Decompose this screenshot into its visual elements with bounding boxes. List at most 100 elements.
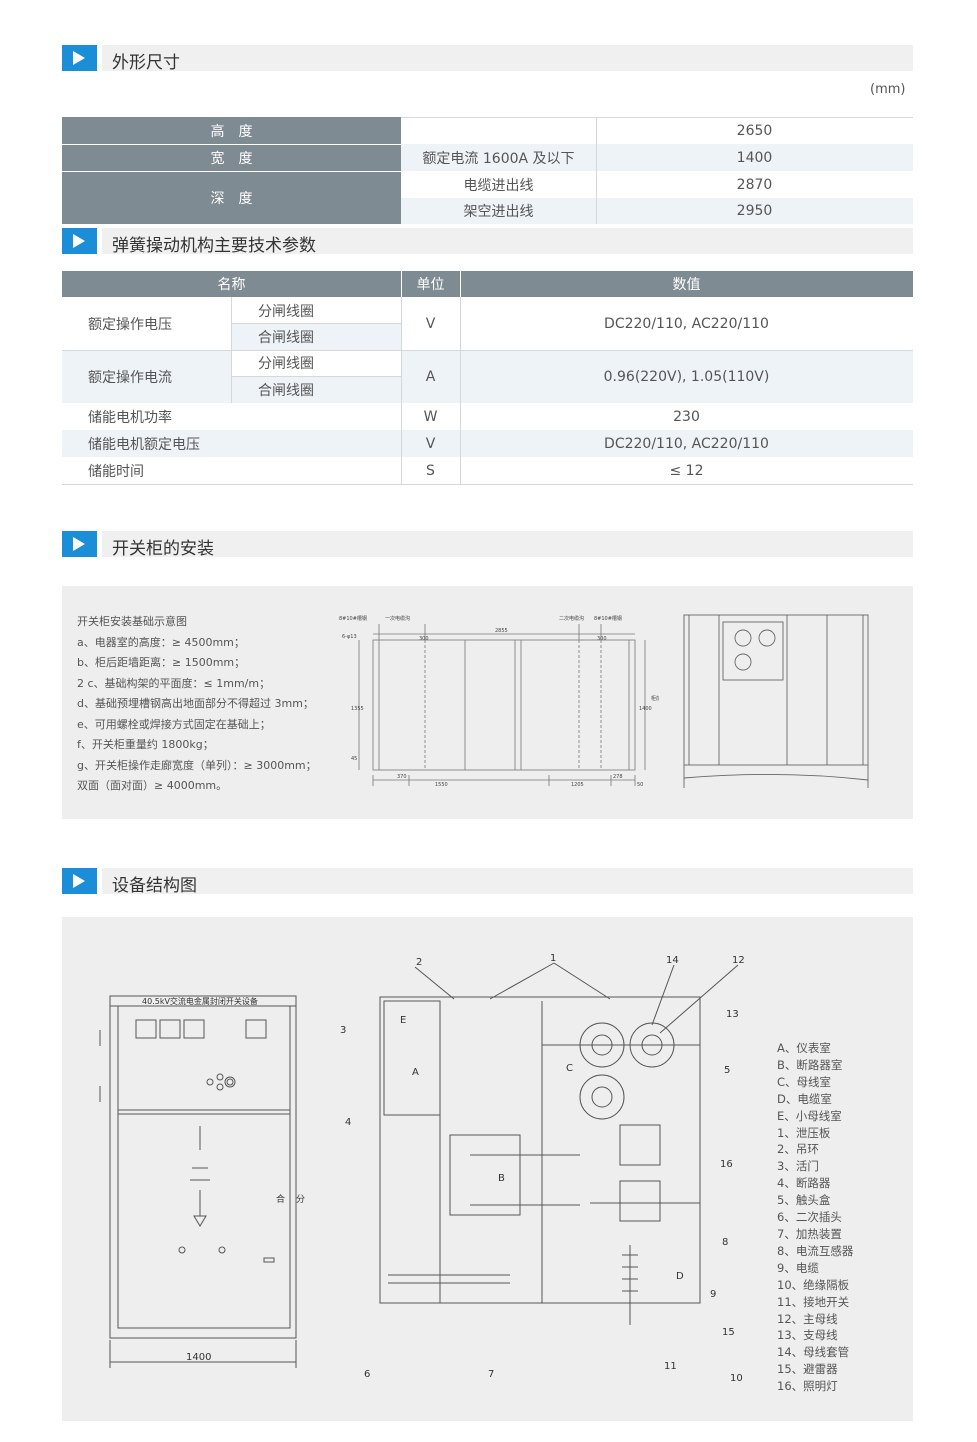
section-title: 设备结构图	[112, 876, 197, 896]
legend-item: 16、照明灯	[777, 1379, 838, 1394]
legend-item: 14、母线套管	[777, 1345, 850, 1360]
legend-item: 6、二次插头	[777, 1210, 842, 1225]
sub-name: 合闸线圈	[258, 382, 314, 399]
callout-number: 14	[666, 955, 679, 966]
foundation-plan-drawing: 8#10#槽钢 6-φ13 一次电缆沟 二次电缆沟 8#10#槽钢 300 28…	[339, 615, 659, 788]
callout-number: 12	[732, 955, 745, 966]
plan-dim: 50	[637, 782, 643, 788]
callout-number: 7	[488, 1369, 494, 1380]
condition-cell	[401, 117, 596, 144]
row-unit: W	[423, 408, 438, 425]
legend-item: D、电缆室	[777, 1091, 832, 1106]
callout-number: 3	[340, 1025, 346, 1036]
legend-item: E、小母线室	[777, 1108, 842, 1123]
plan-dim: 1550	[435, 782, 448, 788]
row-unit: A	[425, 368, 436, 385]
callout-number: 9	[710, 1289, 716, 1300]
compartment-label: D	[676, 1271, 684, 1282]
row-name: 储能时间	[88, 463, 144, 480]
depth-label: 深 度	[62, 171, 401, 224]
section-title: 外形尺寸	[112, 53, 180, 73]
plan-label: 二次电缆沟	[559, 615, 584, 622]
plan-dim: 370	[397, 774, 407, 780]
callout-number: 5	[724, 1065, 730, 1076]
plan-label: 一次电缆沟	[385, 615, 410, 622]
plan-label: 8#10#槽钢	[594, 615, 622, 622]
plan-dim: 300	[419, 636, 429, 642]
row-name: 储能电机额定电压	[88, 436, 200, 453]
callout-number: 4	[345, 1117, 351, 1128]
col-unit: 单位	[401, 271, 460, 297]
legend-item: B、断路器室	[777, 1057, 843, 1072]
row-value: ≤ 12	[669, 462, 704, 479]
cabinet-front-view-drawing: 40.5kV交流电金属封闭开关设备 1400 合 分	[99, 995, 305, 1368]
legend-item: 9、电缆	[777, 1260, 819, 1275]
installation-notes: 开关柜安装基础示意图 a、电器室的高度：≥ 4500mm； b、柜后距墙距离：≥…	[77, 612, 317, 797]
note-line: f、开关柜重量约 1800kg；	[77, 738, 214, 751]
cabinet-top-view-drawing	[683, 614, 869, 788]
col-name: 名称	[62, 271, 401, 297]
legend-item: 2、吊环	[777, 1142, 819, 1157]
row-name: 储能电机功率	[88, 409, 172, 426]
legend-item: 1、泄压板	[777, 1125, 831, 1140]
plan-dim: 1205	[571, 782, 584, 788]
sub-name: 分闸线圈	[258, 356, 314, 372]
note-line: d、基础预埋槽钢高出地面部分不得超过 3mm；	[77, 697, 314, 710]
structure-legend: A、仪表室 B、断路器室 C、母线室 D、电缆室 E、小母线室 1、泄压板 2、…	[777, 1040, 853, 1395]
value-cell: 2950	[736, 203, 773, 219]
callout-number: 13	[726, 1009, 739, 1020]
legend-item: A、仪表室	[777, 1041, 831, 1055]
value-cell: 2650	[736, 122, 773, 139]
cabinet-section-drawing: E A B C D 1 2 3 4 5 6 7 8 9 10 11 12 13 …	[340, 953, 745, 1384]
note-line: e、可用螺栓或焊接方式固定在基础上；	[77, 717, 271, 731]
note-line: 双面（面对面）≥ 4000mm。	[77, 779, 228, 792]
legend-item: 13、支母线	[777, 1328, 838, 1343]
compartment-label: B	[498, 1173, 505, 1184]
structure-panel	[62, 917, 913, 1421]
plan-dim: 300	[597, 636, 607, 642]
unit-note: (mm)	[870, 82, 906, 97]
row-unit: S	[426, 462, 435, 479]
legend-item: 8、电流互感器	[777, 1243, 854, 1258]
play-icon	[62, 228, 97, 254]
legend-item: 15、避雷器	[777, 1362, 838, 1377]
installation-panel: 开关柜安装基础示意图 a、电器室的高度：≥ 4500mm； b、柜后距墙距离：≥…	[62, 586, 913, 819]
legend-item: 4、断路器	[777, 1176, 831, 1191]
callout-number: 8	[722, 1237, 728, 1248]
row-value: 230	[673, 408, 700, 425]
section-title: 弹簧操动机构主要技术参数	[112, 236, 316, 256]
callout-number: 10	[730, 1373, 743, 1384]
section-title: 开关柜的安装	[112, 539, 214, 559]
legend-item: C、母线室	[777, 1074, 832, 1089]
row-name: 额定操作电流	[88, 369, 172, 386]
callout-number: 1	[550, 953, 556, 964]
row-value: DC220/110, AC220/110	[604, 435, 769, 452]
front-width: 1400	[186, 1352, 211, 1363]
value-cell: 2870	[736, 176, 773, 193]
sub-name: 分闸线圈	[258, 303, 314, 320]
sub-name: 合闸线圈	[258, 330, 314, 346]
legend-item: 7、加热装置	[777, 1226, 842, 1241]
row-value: DC220/110, AC220/110	[604, 315, 769, 332]
plan-label: 6-φ13	[342, 634, 357, 640]
compartment-label: A	[412, 1067, 419, 1078]
front-title: 40.5kV交流电金属封闭开关设备	[142, 996, 258, 1006]
plan-dim: 1355	[351, 706, 364, 712]
height-label: 高 度	[62, 117, 401, 144]
legend-item: 3、活门	[777, 1159, 819, 1174]
note-line: b、柜后距墙距离：≥ 1500mm；	[77, 656, 246, 669]
section-header-specs: 弹簧操动机构主要技术参数	[62, 228, 913, 256]
plan-label: 8#10#槽钢	[339, 615, 367, 622]
section-header-installation: 开关柜的安装	[62, 531, 913, 559]
compartment-label: C	[566, 1063, 573, 1074]
callout-number: 11	[664, 1361, 677, 1372]
legend-item: 11、接地开关	[777, 1294, 850, 1309]
section-header-dimensions: 外形尺寸	[62, 45, 913, 73]
note-line: 开关柜安装基础示意图	[77, 615, 187, 628]
row-unit: V	[425, 435, 436, 452]
plan-label: 柜前	[651, 695, 659, 702]
legend-item: 10、绝缘隔板	[777, 1277, 850, 1292]
condition-cell: 额定电流 1600A 及以下	[422, 150, 575, 167]
plan-dim: 278	[613, 774, 623, 780]
compartment-label: E	[400, 1015, 406, 1026]
